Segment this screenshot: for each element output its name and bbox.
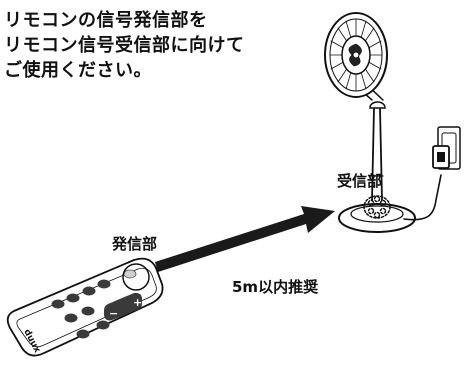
fan-receiver-sensor xyxy=(363,195,391,219)
remote-button xyxy=(81,306,95,316)
remote-plus-symbol: + xyxy=(133,296,142,309)
remote-button xyxy=(76,329,90,339)
instruction-line-3: ご使用ください。 xyxy=(4,60,152,81)
instruction-line-1: リモコンの信号発信部を xyxy=(4,10,208,31)
distance-label: 5m以内推奨 xyxy=(232,278,319,296)
remote-button xyxy=(51,299,65,309)
instruction-line-2: リモコン信号受信部に向けて xyxy=(4,35,245,56)
receiver-label: 受信部 xyxy=(337,172,383,190)
remote-button xyxy=(96,320,110,330)
fan-pole xyxy=(371,107,383,201)
remote-button xyxy=(82,286,96,296)
remote-button xyxy=(66,293,80,303)
remote-ir-emitter xyxy=(123,269,137,279)
remote-plus-minus-rocker xyxy=(104,292,142,321)
transmitter-label: 発信部 xyxy=(112,235,158,253)
remote-button xyxy=(97,279,111,289)
transmitter-highlight-circle xyxy=(122,263,150,291)
fan-head xyxy=(324,12,388,98)
instruction-text: リモコンの信号発信部を リモコン信号受信部に向けて ご使用ください。 xyxy=(4,8,245,83)
remote-minus-symbol: − xyxy=(109,307,118,320)
remote-control: + − duux xyxy=(6,257,164,357)
fan-cable xyxy=(403,174,442,221)
remote-button xyxy=(64,313,78,323)
direction-arrow xyxy=(155,206,335,272)
fan-illustration xyxy=(324,12,461,233)
